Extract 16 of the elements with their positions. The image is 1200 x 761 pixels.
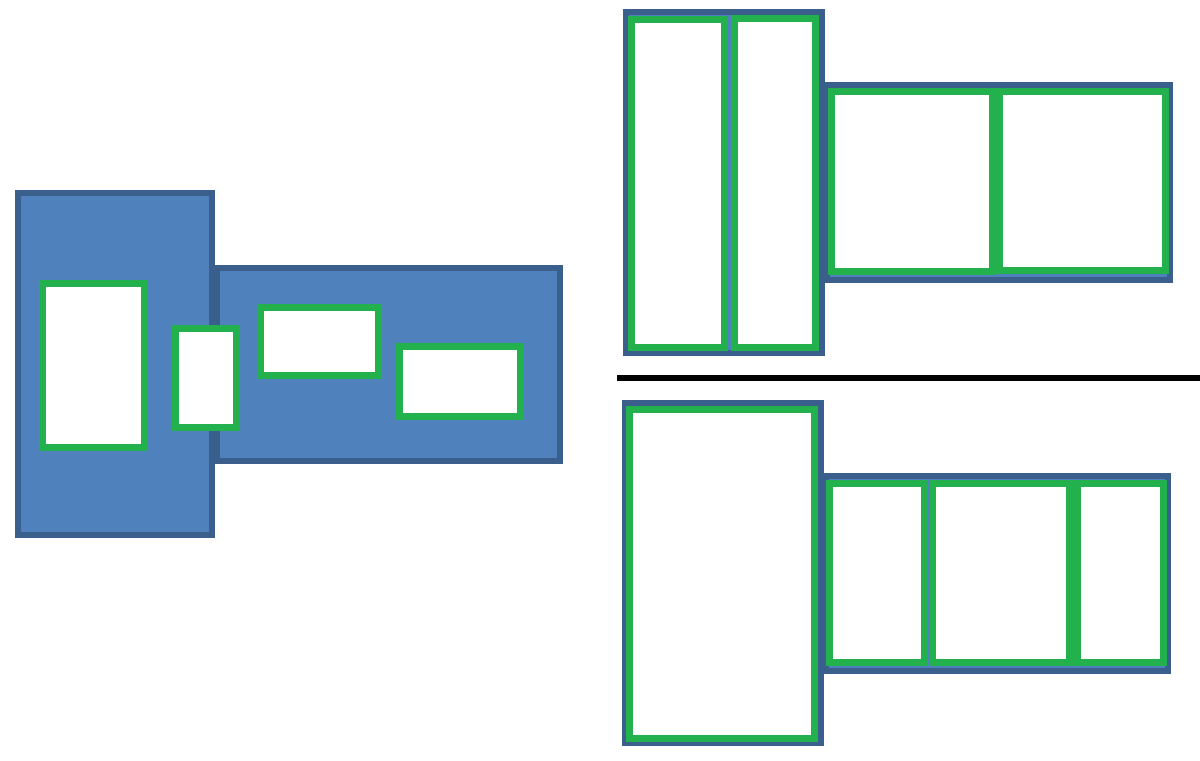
- frame-box: [1074, 480, 1167, 666]
- panel-box: [823, 473, 1171, 674]
- frame-box: [628, 16, 728, 351]
- panel-box: [15, 190, 215, 538]
- frame-box: [929, 480, 1073, 666]
- frame-box: [996, 88, 1169, 274]
- frame-box: [39, 280, 148, 451]
- frame-box: [828, 88, 996, 275]
- frame-box: [396, 343, 524, 420]
- frame-box: [731, 15, 819, 351]
- frame-box: [257, 304, 382, 379]
- panel-box: [623, 9, 825, 356]
- panel-box: [824, 82, 1173, 283]
- frame-box: [172, 325, 240, 431]
- panel-box: [214, 265, 563, 464]
- frame-box: [826, 480, 928, 666]
